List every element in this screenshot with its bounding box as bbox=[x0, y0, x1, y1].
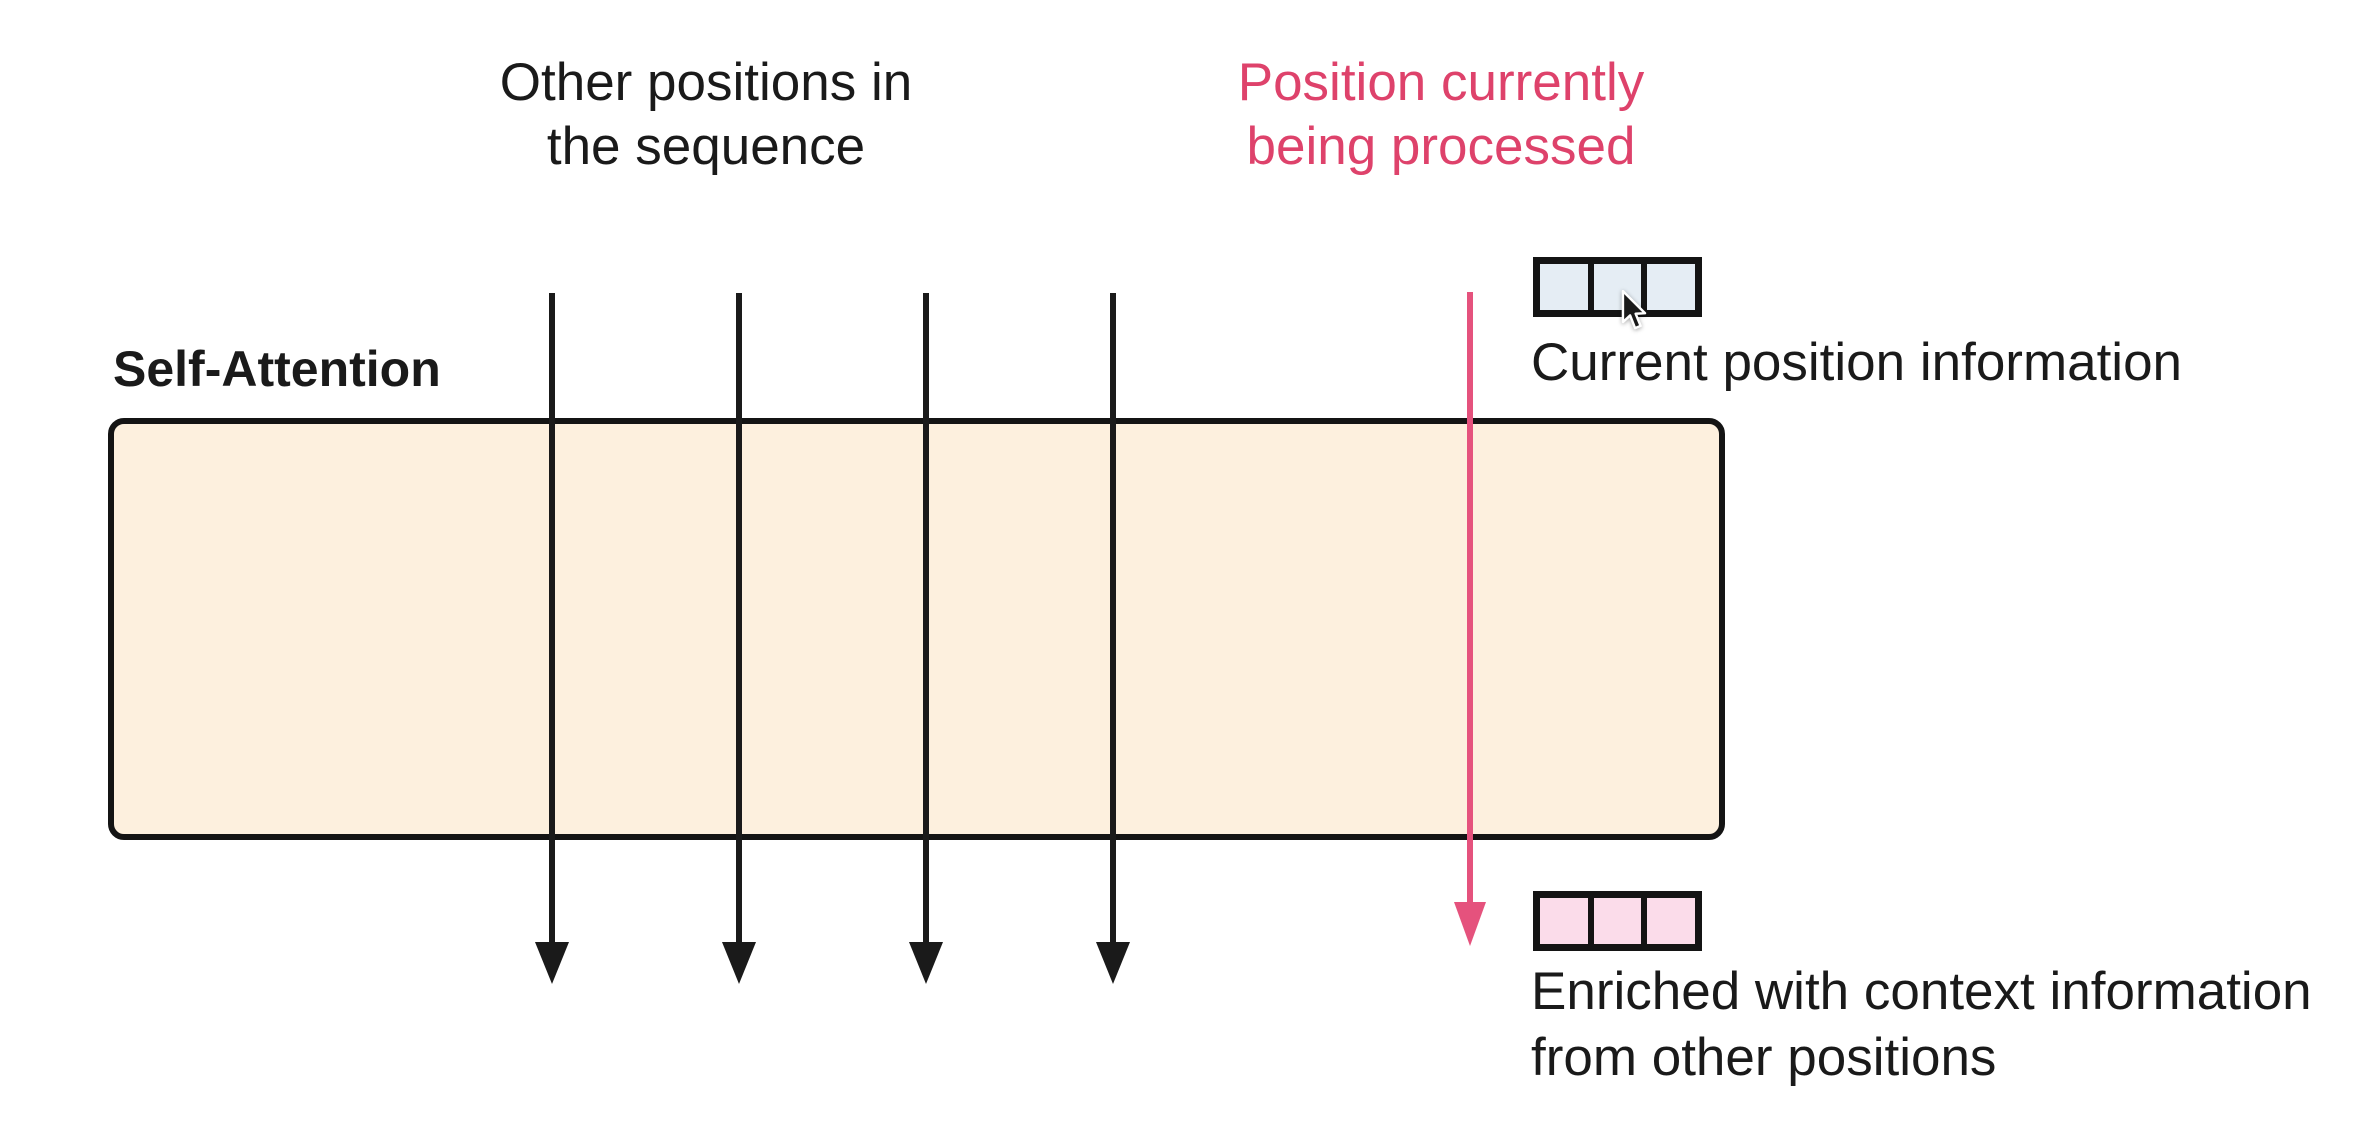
self-attention-box bbox=[108, 418, 1725, 840]
other-positions-label-line1: Other positions in bbox=[499, 53, 913, 112]
vector-cell bbox=[1540, 264, 1588, 310]
other-positions-label: Other positions in the sequence bbox=[396, 51, 1016, 179]
self-attention-title: Self-Attention bbox=[113, 341, 441, 397]
vector-cell bbox=[1593, 898, 1642, 944]
current-position-label: Position currently being processed bbox=[1131, 51, 1751, 179]
vector-cell bbox=[1540, 898, 1588, 944]
current-position-caption: Current position information bbox=[1531, 333, 2183, 392]
vector-cell bbox=[1647, 264, 1695, 310]
current-position-label-line1: Position currently bbox=[1237, 53, 1645, 112]
vector-cell bbox=[1647, 898, 1695, 944]
other-positions-label-line2: the sequence bbox=[546, 117, 866, 176]
enriched-caption-line1: Enriched with context information bbox=[1531, 962, 2312, 1021]
enriched-caption-line2: from other positions bbox=[1531, 1028, 1997, 1087]
cursor-icon bbox=[1621, 290, 1647, 330]
enriched-vector bbox=[1533, 891, 1702, 951]
current-position-vector bbox=[1533, 257, 1702, 317]
enriched-caption: Enriched with context information from o… bbox=[1531, 959, 2312, 1091]
current-position-label-line2: being processed bbox=[1246, 117, 1636, 176]
